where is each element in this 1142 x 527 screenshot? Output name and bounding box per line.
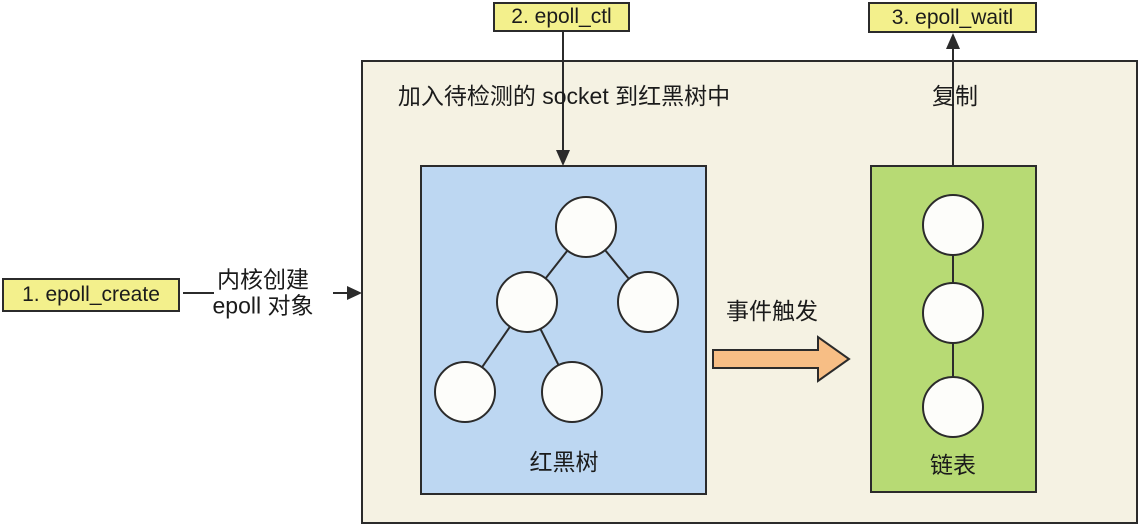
rbtree-caption: 红黑树: [529, 448, 599, 475]
linkedlist-box: [870, 165, 1037, 493]
copy-text: 复制: [932, 82, 978, 109]
arrowhead-right-icon: [347, 286, 362, 300]
event-trigger-text: 事件触发: [726, 297, 818, 324]
kernel-create-text: 内核创建 epoll 对象: [213, 267, 314, 320]
kernel-create-text-line2: epoll 对象: [212, 293, 314, 319]
step1-epoll-create-label: 1. epoll_create: [2, 278, 180, 312]
step3-epoll-wait-label: 3. epoll_waitl: [868, 2, 1037, 33]
step2-epoll-ctl-label: 2. epoll_ctl: [493, 2, 630, 32]
linkedlist-caption: 链表: [930, 451, 976, 478]
add-socket-text: 加入待检测的 socket 到红黑树中: [397, 82, 731, 109]
rbtree-box: [420, 165, 707, 495]
arrowhead-up-icon: [946, 33, 960, 49]
kernel-create-text-line1: 内核创建: [216, 266, 309, 293]
